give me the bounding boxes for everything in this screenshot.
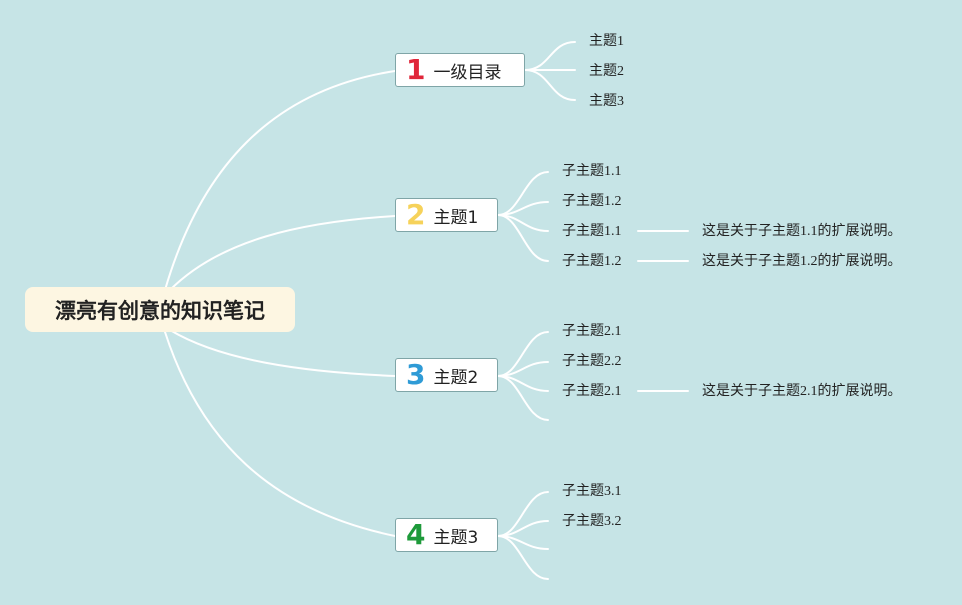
root-topic[interactable]: 漂亮有创意的知识笔记 — [25, 287, 295, 332]
branch-4-child-2[interactable]: 子主题3.2 — [562, 514, 622, 529]
branch-3-child-3[interactable]: 子主题2.1 — [562, 384, 622, 399]
branch-2-label: 主题1 — [433, 207, 479, 228]
branch-2-child-4[interactable]: 子主题1.2 — [562, 254, 622, 269]
branch-3-child-2[interactable]: 子主题2.2 — [562, 354, 622, 369]
connector-root-branch-2 — [169, 215, 396, 291]
branch-1[interactable]: 1 一级目录 — [395, 53, 525, 87]
number-2-icon: 2 — [406, 198, 426, 231]
branch-3-label: 主题2 — [433, 367, 479, 388]
branch-2-child-1[interactable]: 子主题1.1 — [562, 164, 622, 179]
branch-3-child-1[interactable]: 子主题2.1 — [562, 324, 622, 339]
connector-b2-c4 — [497, 214, 549, 262]
branch-3-child-3-note[interactable]: 这是关于子主题2.1的扩展说明。 — [702, 384, 902, 399]
branch-1-child-1[interactable]: 主题1 — [589, 34, 624, 49]
connector-b3-c4 — [497, 375, 549, 421]
branch-2-child-3-note[interactable]: 这是关于子主题1.1的扩展说明。 — [702, 224, 902, 239]
connector-root-branch-1 — [164, 70, 396, 291]
branch-2-child-3[interactable]: 子主题1.1 — [562, 224, 622, 239]
branch-2-child-2[interactable]: 子主题1.2 — [562, 194, 622, 209]
branch-4-label: 主题3 — [433, 527, 479, 548]
connector-b1-c1 — [524, 41, 576, 71]
connector-root-branch-3 — [169, 329, 396, 377]
number-1-icon: 1 — [406, 53, 426, 86]
number-4-icon: 4 — [406, 518, 426, 551]
number-3-icon: 3 — [406, 358, 426, 391]
branch-3[interactable]: 3 主题2 — [395, 358, 498, 392]
branch-1-child-3[interactable]: 主题3 — [589, 94, 624, 109]
branch-1-child-2[interactable]: 主题2 — [589, 64, 624, 79]
branch-2-child-4-note[interactable]: 这是关于子主题1.2的扩展说明。 — [702, 254, 902, 269]
branch-2[interactable]: 2 主题1 — [395, 198, 498, 232]
branch-1-label: 一级目录 — [433, 62, 502, 83]
branch-4-child-1[interactable]: 子主题3.1 — [562, 484, 622, 499]
connector-root-branch-4 — [164, 331, 396, 537]
connector-b1-c3 — [524, 69, 576, 101]
connector-b4-c4 — [497, 535, 549, 580]
branch-4[interactable]: 4 主题3 — [395, 518, 498, 552]
